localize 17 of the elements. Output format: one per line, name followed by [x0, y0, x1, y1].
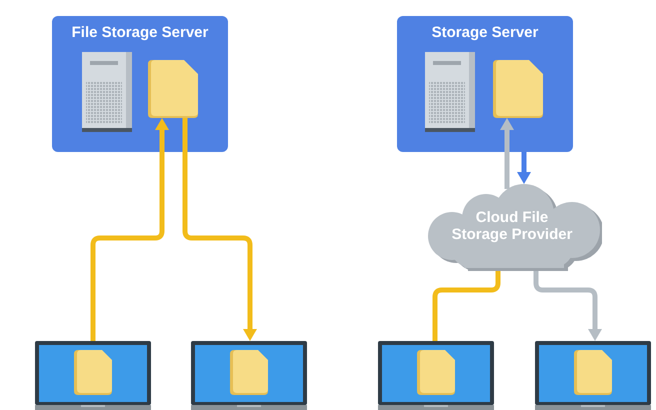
laptop-icon	[35, 341, 151, 410]
arrow	[90, 118, 169, 341]
arrow	[182, 118, 257, 341]
file-icon	[148, 60, 198, 118]
server-panel	[397, 16, 573, 152]
arrow	[500, 118, 514, 189]
arrow	[534, 271, 602, 341]
arrow	[517, 152, 531, 184]
laptop-icon	[191, 341, 307, 410]
laptop-icon	[535, 341, 651, 410]
server-panel	[52, 16, 228, 152]
file-icon	[493, 60, 543, 118]
connector-line	[432, 271, 500, 341]
panel-title: File Storage Server	[72, 24, 208, 42]
panel-title: Storage Server	[432, 24, 538, 42]
cloud-label: Cloud File Storage Provider	[450, 209, 574, 243]
laptop-icon	[378, 341, 494, 410]
